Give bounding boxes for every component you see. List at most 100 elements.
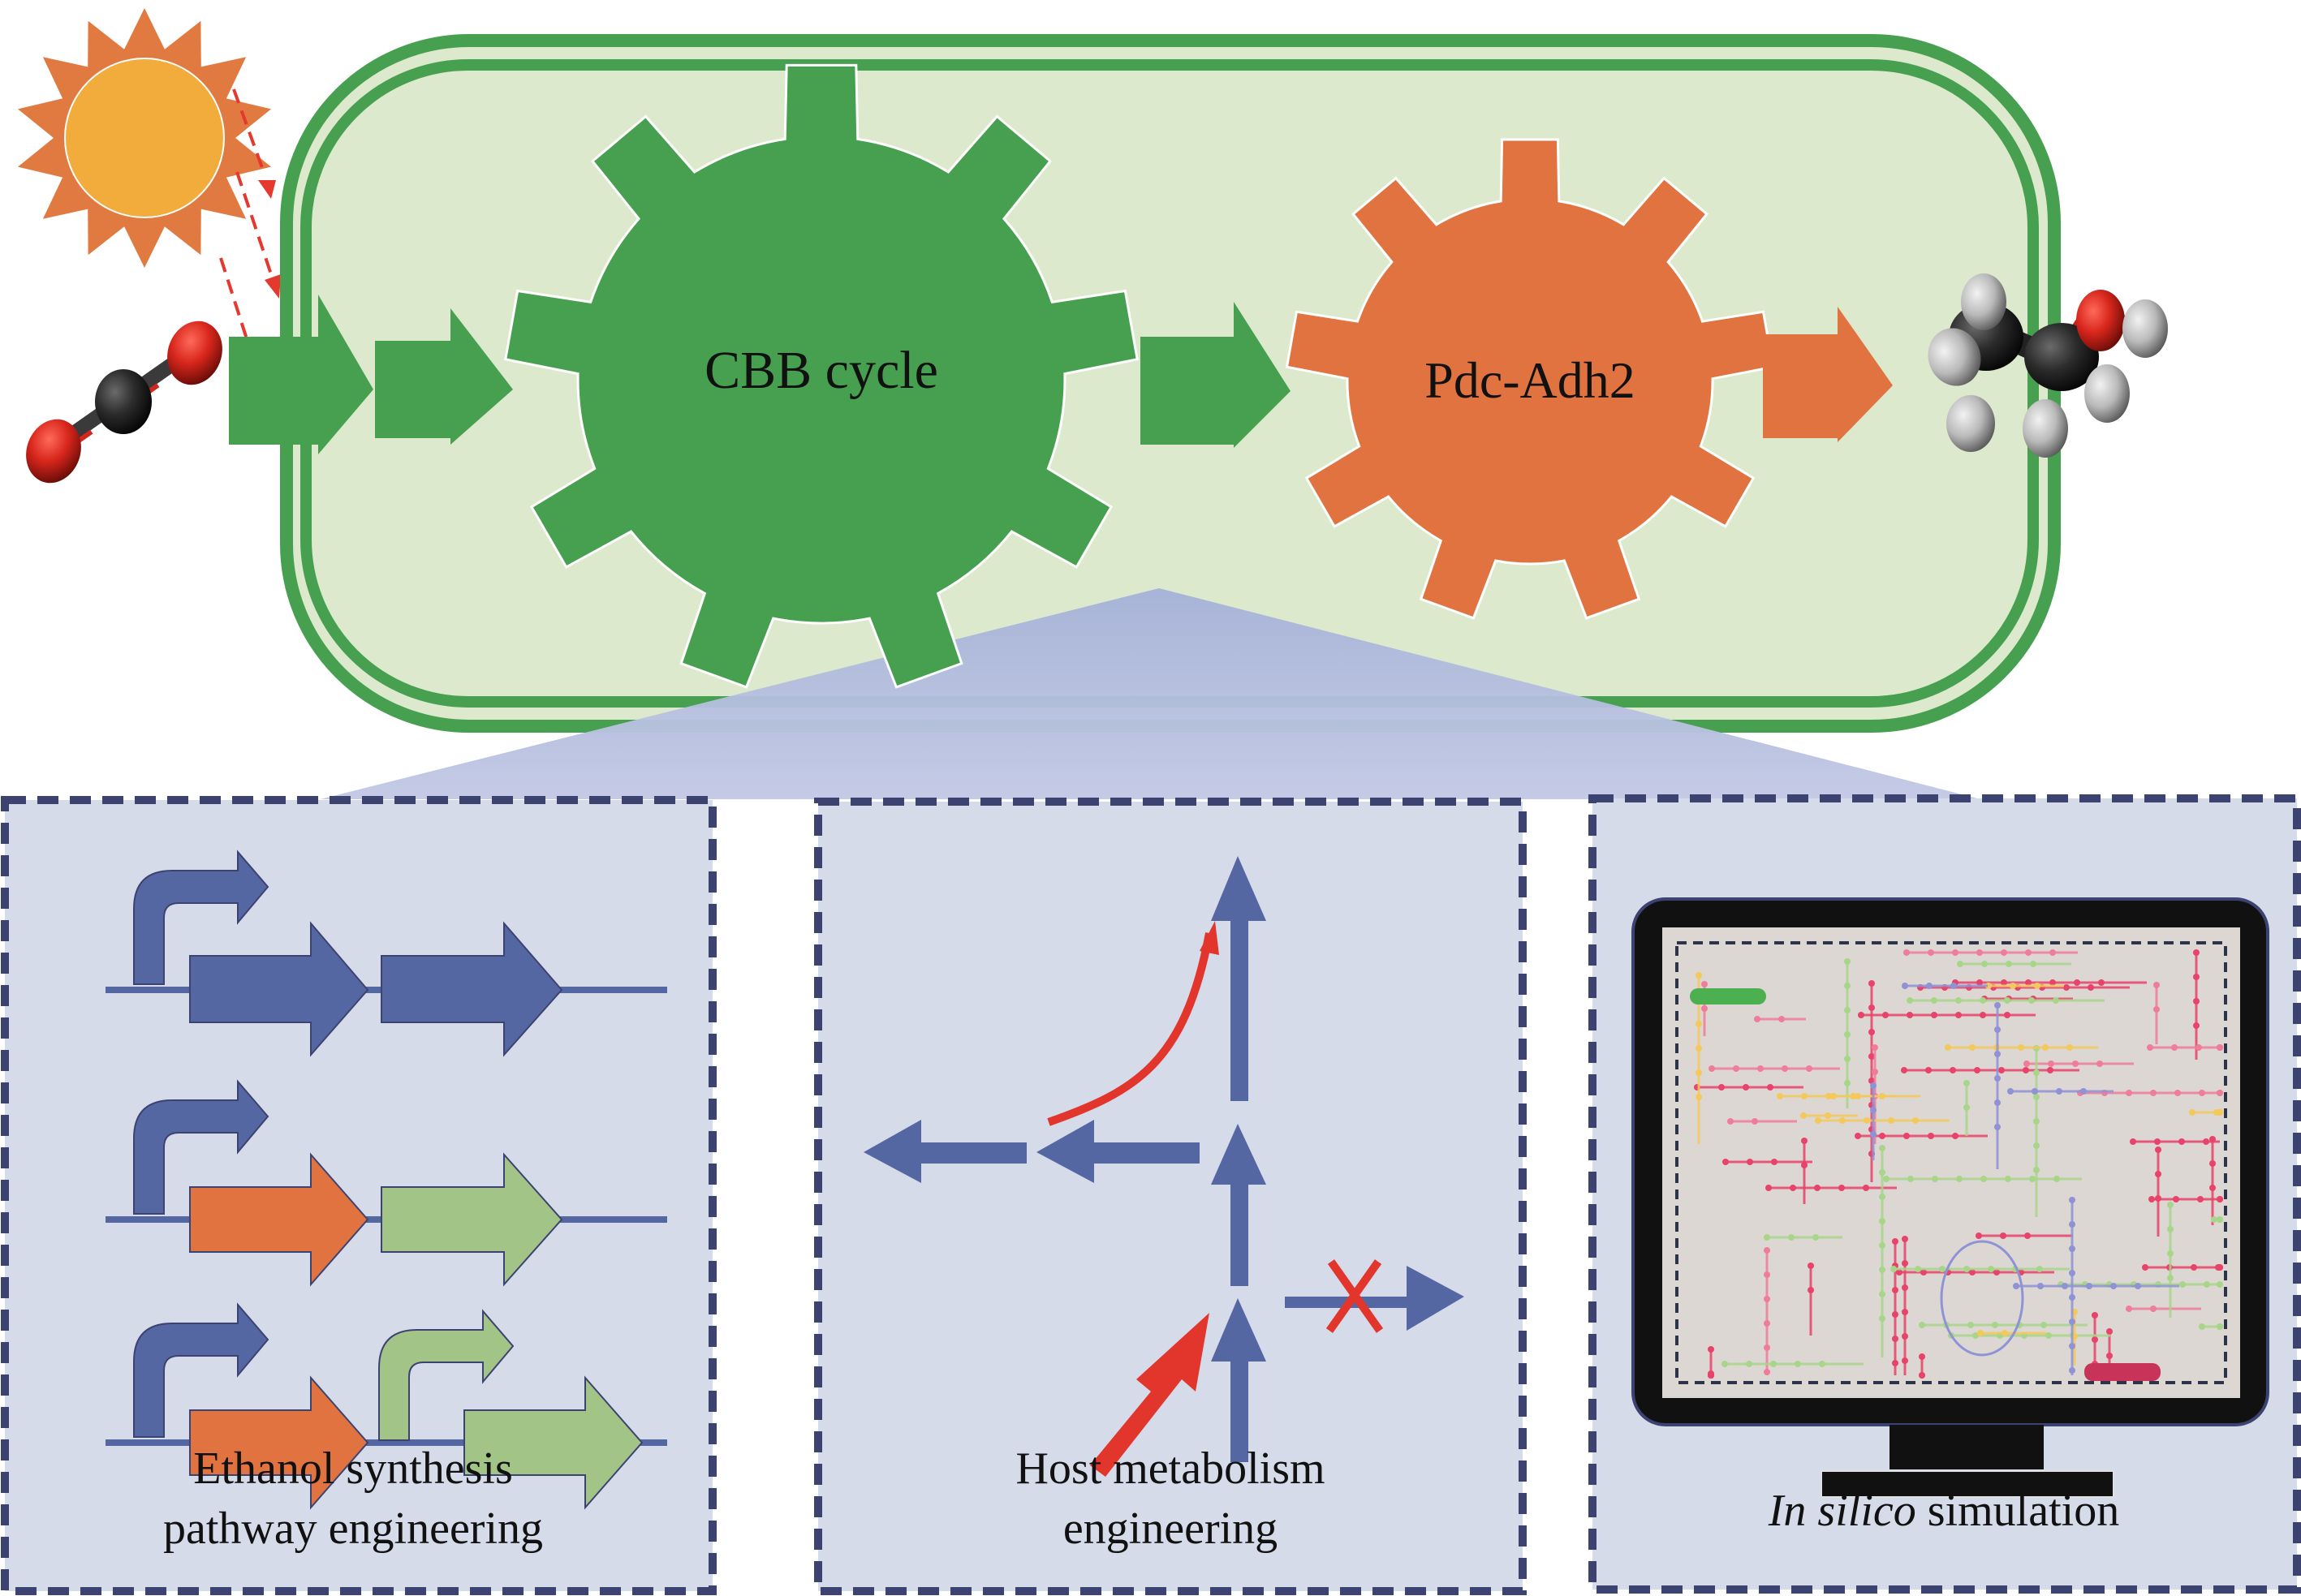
metabolite-node	[1994, 1051, 2001, 1057]
metabolite-node	[1764, 1320, 1770, 1327]
metabolite-node	[1928, 949, 1934, 956]
metabolite-node	[2126, 1306, 2132, 1312]
metabolite-node	[1812, 1234, 1819, 1241]
light-beam	[232, 88, 266, 175]
metabolite-node	[2086, 1283, 2092, 1289]
metabolite-node	[2098, 979, 2105, 986]
metabolite-node	[2045, 1332, 2052, 1339]
gear-icon	[1285, 138, 1775, 620]
metabolite-node	[1907, 1012, 1913, 1018]
gene-arrow-adh	[381, 1152, 563, 1287]
metabolite-node	[1907, 997, 1913, 1004]
metabolite-node	[1902, 1333, 1908, 1340]
metabolite-node	[1788, 1234, 1795, 1241]
metabolite-node	[1727, 1118, 1734, 1125]
metabolite-node	[1764, 1271, 1770, 1278]
metabolite-node	[1879, 1093, 1885, 1099]
metabolite-node	[1844, 1007, 1851, 1013]
pdc-adh2-gear: Pdc-Adh2	[1285, 138, 1775, 620]
metabolite-node	[1882, 1012, 1889, 1018]
metabolite-node	[1696, 1094, 1702, 1100]
overexpression-arrow	[1090, 1313, 1209, 1477]
metabolite-node	[1844, 1056, 1851, 1062]
metabolite-node	[1939, 1266, 1946, 1272]
metabolite-node	[1879, 1133, 1885, 1139]
metabolite-node	[2142, 1264, 2148, 1271]
metabolite-node	[2004, 997, 2010, 1004]
metabolite-node	[2053, 1176, 2060, 1182]
metabolite-node	[1963, 1104, 1970, 1111]
metabolite-node	[2063, 984, 2070, 991]
metabolite-node	[1696, 1021, 1702, 1027]
panel-host-metabolism: Host metabolism engineering	[814, 798, 1527, 1595]
metabolite-node	[2096, 1060, 2103, 1067]
light-beam-head	[265, 274, 281, 299]
metabolite-node	[2069, 1294, 2075, 1301]
metabolite-node	[1808, 1287, 1814, 1293]
metabolite-node	[2217, 1216, 2223, 1223]
metabolite-node	[1696, 1045, 1702, 1052]
metabolite-node	[2217, 1264, 2223, 1271]
metabolite-node	[2010, 983, 2016, 989]
metabolite-node	[1858, 1012, 1864, 1018]
metabolite-node	[1839, 1117, 1846, 1124]
metabolite-node	[1879, 1242, 1885, 1249]
metabolite-node	[2211, 1216, 2217, 1223]
metabolite-node	[1998, 1067, 2005, 1073]
enhanced-flux-curve-head	[1200, 921, 1219, 955]
metabolite-node	[1838, 1185, 1845, 1191]
metabolite-node	[1907, 1176, 1914, 1182]
hydrogen-atom	[1928, 328, 1981, 386]
metabolite-node	[1721, 1361, 1728, 1367]
metabolite-node	[1902, 1260, 1908, 1267]
metabolite-node	[2033, 1069, 2040, 1076]
metabolite-node	[2030, 961, 2036, 967]
metabolite-node	[1722, 1159, 1729, 1165]
metabolite-node	[2217, 1109, 2223, 1116]
cbb-cycle-gear: CBB cycle	[504, 63, 1139, 689]
metabolite-node	[1825, 1093, 1832, 1099]
metabolite-node	[1902, 1309, 1908, 1315]
metabolite-node	[1902, 983, 1908, 989]
metabolite-node	[1733, 1065, 1739, 1072]
metabolite-node	[1708, 1346, 1714, 1353]
metabolite-node	[1771, 1159, 1777, 1165]
metabolite-node	[1764, 1247, 1770, 1254]
metabolite-node	[1985, 983, 1992, 989]
metabolite-node	[2042, 1044, 2049, 1051]
metabolite-node	[2069, 1319, 2075, 1325]
flux-arrow-left-far	[864, 1120, 1027, 1183]
flux-arrow-up-top	[1211, 856, 1266, 1101]
metabolite-node	[1879, 1169, 1885, 1176]
metabolite-node	[1896, 1269, 1902, 1276]
metabolite-node	[1955, 997, 1962, 1004]
gene-construct-2	[106, 1079, 667, 1287]
metabolite-node	[2199, 1323, 2205, 1330]
metabolite-node	[1757, 1065, 1764, 1072]
co2-uptake-arrow	[229, 295, 373, 454]
metabolite-node	[2092, 1336, 2098, 1343]
metabolite-node	[1950, 983, 1957, 989]
metabolite-node	[1888, 1117, 1894, 1124]
metabolite-node	[1868, 1053, 1875, 1060]
metabolite-node	[2191, 1264, 2197, 1271]
metabolite-node	[1790, 1185, 1796, 1191]
metabolite-node	[1844, 958, 1851, 965]
flux-arrow-left-near	[1036, 1120, 1200, 1183]
metabolite-node	[2153, 1006, 2160, 1013]
metabolite-node	[1976, 1232, 1982, 1239]
metabolite-node	[1863, 1185, 1869, 1191]
hydrogen-atom	[2122, 299, 2168, 358]
promoter-arrow-icon	[133, 1079, 269, 1215]
metabolite-node	[1981, 961, 1988, 967]
promoter-arrow-icon	[378, 1309, 515, 1441]
gear-icon	[504, 63, 1139, 689]
metabolite-node	[1708, 1372, 1714, 1379]
metabolite-node	[2167, 1202, 2174, 1208]
metabolite-node	[2040, 1322, 2047, 1328]
metabolite-node	[2080, 1088, 2087, 1095]
metabolite-node	[1806, 1065, 1812, 1072]
metabolite-node	[1892, 1311, 1898, 1318]
metabolite-node	[1901, 1067, 1907, 1073]
metabolite-node	[2033, 1142, 2040, 1149]
